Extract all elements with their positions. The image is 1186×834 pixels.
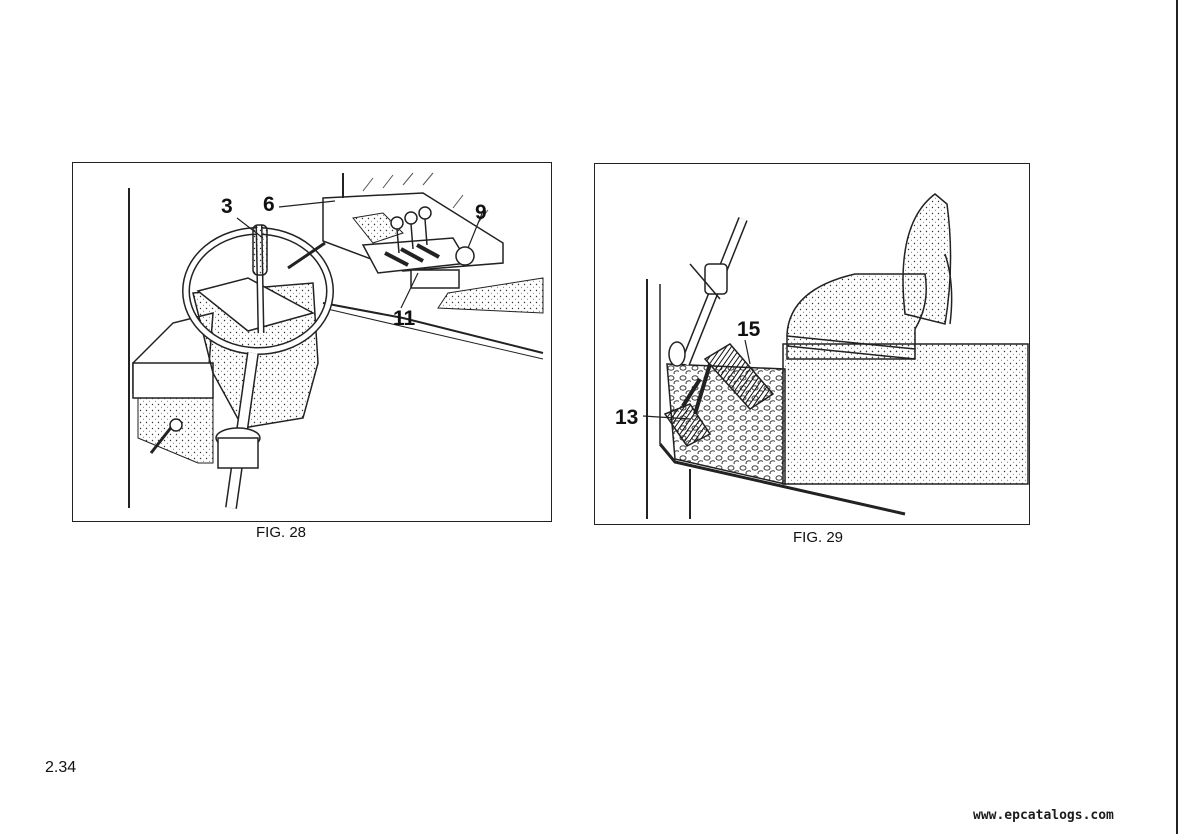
page-number: 2.34 (45, 759, 77, 776)
callout-11: 11 (393, 307, 416, 330)
callout-6: 6 (263, 193, 275, 216)
callout-3: 3 (221, 195, 233, 218)
watermark-text: www.epcatalogs.com (973, 808, 1114, 823)
page-edge-rule (1176, 0, 1178, 834)
figure-28-steering-console: 3 6 9 11 (72, 162, 552, 522)
figure-28-caption: FIG. 28 (256, 524, 307, 541)
figure-29-caption: FIG. 29 (793, 529, 844, 546)
callout-15: 15 (737, 318, 761, 341)
pedals-seat-illustration: 15 13 (615, 193, 1029, 519)
callout-13: 13 (615, 406, 638, 429)
callout-9: 9 (475, 201, 487, 224)
steering-console-illustration: 3 6 9 11 (128, 172, 544, 509)
figure-29-pedals-seat: 15 13 (594, 163, 1030, 525)
